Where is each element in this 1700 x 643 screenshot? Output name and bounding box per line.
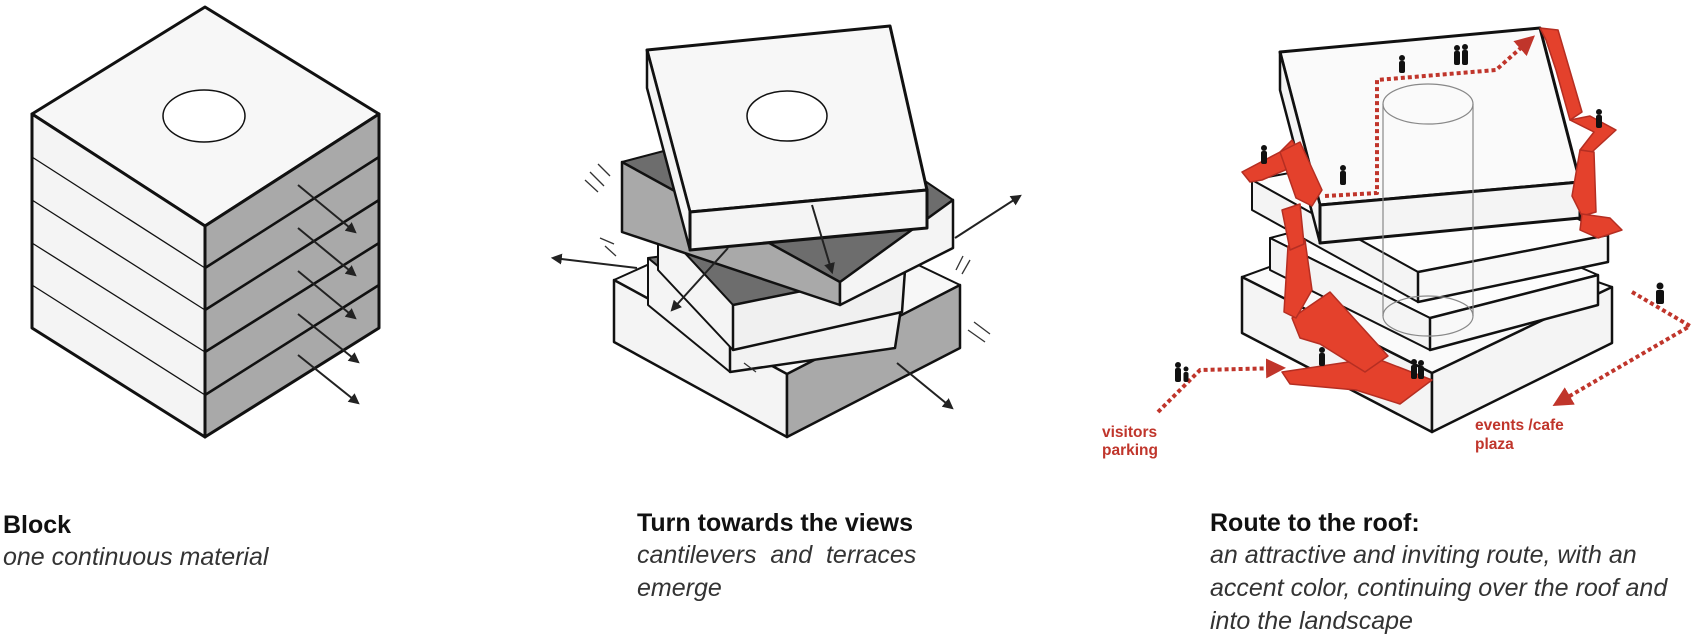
person-figure [1596,109,1602,128]
route-ribbon [1241,27,1623,405]
person-figure [1261,145,1267,164]
person-figure [1175,362,1181,382]
block-roof-opening [162,89,246,143]
caption-subtitle: cantilevers and terraces emerge [637,541,924,602]
person-figure [1454,45,1460,65]
person-figure [1183,366,1189,382]
turned-stack-diagram [550,24,1022,439]
stack-roof-opening [746,90,828,142]
route-dotted-path [1156,35,1692,414]
caption-title: Turn towards the views [637,509,913,537]
route-slab-top [1278,26,1582,245]
people-figures [1175,44,1664,382]
caption-block: Block one continuous material [3,509,363,574]
person-figure [1418,360,1424,379]
person-figure [1411,359,1417,379]
motion-ticks [584,163,991,373]
person-figure [1399,55,1405,73]
person-figure [1656,282,1664,304]
vertical-core [1382,83,1474,337]
visitors-parking-label: visitors parking [1102,424,1161,459]
block-right-face [203,112,381,439]
block-diagram [30,5,381,439]
block-view-arrows [297,184,360,405]
block-floor-lines [31,155,380,397]
events-cafe-plaza-label: events /cafe plaza [1475,417,1568,453]
person-figure [1340,165,1346,185]
caption-turn: Turn towards the views cantilevers and t… [637,507,957,605]
caption-title: Block [3,511,72,539]
stack-view-arrows [550,194,1022,410]
caption-subtitle: one continuous material [3,543,269,571]
caption-route: Route to the roof: an attractive and inv… [1210,507,1700,638]
person-figure [1319,347,1325,366]
caption-subtitle: an attractive and inviting route, with a… [1210,541,1668,635]
person-figure [1462,44,1468,65]
route-diagram: visitors parking events /cafe plaza [1102,26,1692,459]
caption-title: Route to the roof: [1210,509,1420,537]
